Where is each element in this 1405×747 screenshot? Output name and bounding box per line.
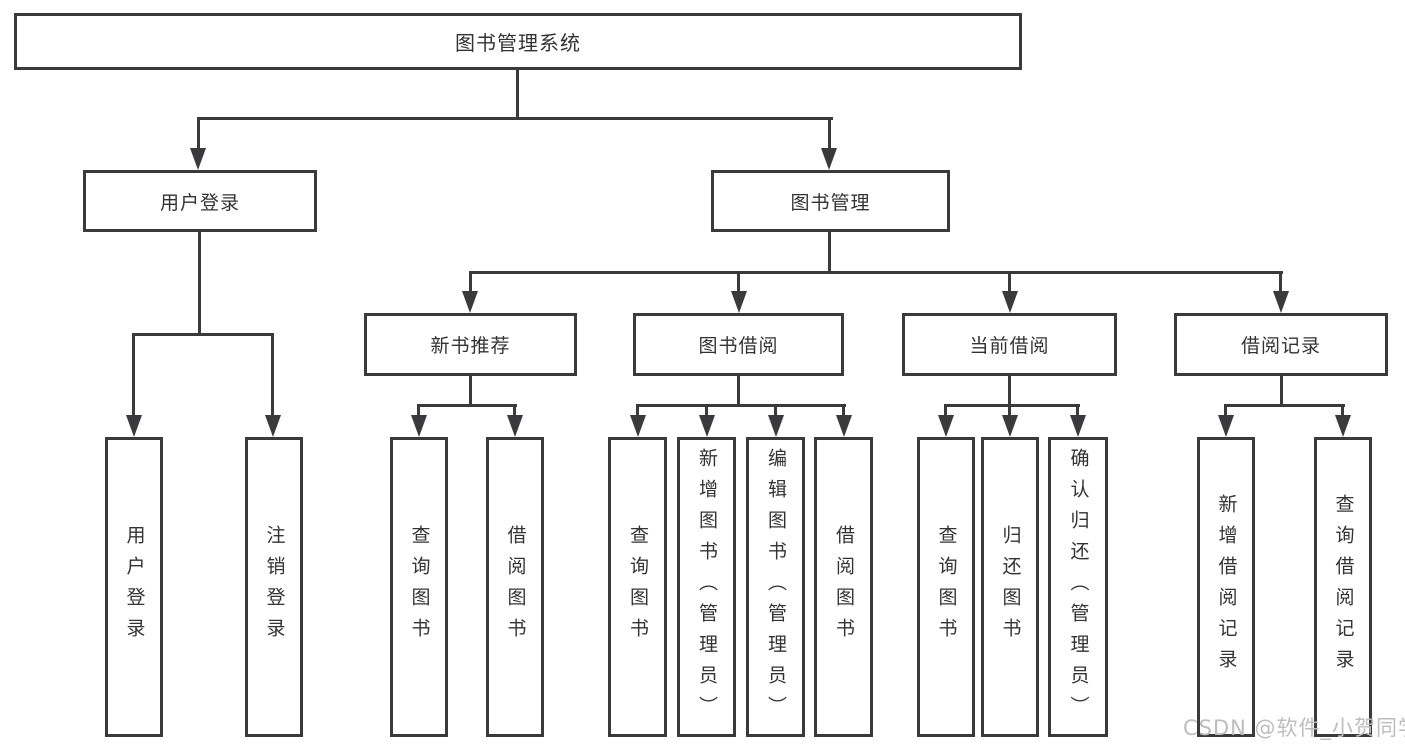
leaf-bb-query-books: 查询图书	[608, 437, 667, 737]
node-label: 当前借阅	[969, 335, 1050, 357]
connector-hline	[132, 333, 274, 336]
connector-hline	[417, 404, 517, 407]
connector-vline	[417, 404, 420, 417]
leaf-nbr-query-books: 查询图书	[390, 437, 448, 737]
connector-hline	[1224, 404, 1345, 407]
connector-vline	[842, 404, 845, 417]
connector-vline	[1341, 404, 1344, 417]
arrowhead-down-icon	[1002, 291, 1018, 313]
connector-vline	[705, 404, 708, 417]
leaf-bb-borrow-books: 借阅图书	[814, 437, 873, 737]
leaf-bb-add-books-admin: 新增图书（管理员）	[677, 437, 736, 737]
arrowhead-down-icon	[411, 415, 427, 437]
connector-vline	[1076, 404, 1079, 417]
connector-hline	[944, 404, 1080, 407]
leaf-label: 新增借阅记录	[1215, 494, 1238, 680]
leaf-br-query-record: 查询借阅记录	[1314, 437, 1372, 737]
connector-vline	[636, 404, 639, 417]
connector-vline	[737, 376, 740, 407]
node-current-borrow: 当前借阅	[902, 313, 1117, 376]
leaf-label: 注销登录	[263, 525, 286, 649]
connector-vline	[469, 376, 472, 407]
node-user-login: 用户登录	[83, 170, 317, 232]
node-label: 用户登录	[159, 191, 240, 214]
node-library-management-system: 图书管理系统	[14, 13, 1022, 70]
arrowhead-down-icon	[1273, 291, 1289, 313]
leaf-label: 归还图书	[999, 525, 1022, 649]
connector-vline	[469, 271, 472, 293]
leaf-label: 查询图书	[627, 525, 649, 649]
leaf-bb-edit-books-admin: 编辑图书（管理员）	[746, 437, 805, 737]
leaf-label: 查询图书	[408, 525, 431, 649]
connector-vline	[774, 404, 777, 417]
arrowhead-down-icon	[462, 291, 478, 313]
arrowhead-down-icon	[1070, 415, 1086, 437]
leaf-cb-return-books: 归还图书	[981, 437, 1039, 737]
arrowhead-down-icon	[836, 415, 852, 437]
node-book-borrow: 图书借阅	[633, 313, 844, 376]
arrowhead-down-icon	[190, 148, 206, 170]
connector-vline	[271, 333, 274, 417]
arrowhead-down-icon	[126, 415, 142, 437]
leaf-label: 用户登录	[123, 525, 146, 649]
connector-vline	[828, 232, 831, 274]
leaf-label: 新增图书（管理员）	[696, 447, 718, 727]
leaf-label: 借阅图书	[504, 525, 527, 649]
connector-vline	[132, 333, 135, 417]
connector-hline	[469, 271, 1283, 274]
node-new-book-recommend: 新书推荐	[364, 313, 577, 376]
connector-vline	[737, 271, 740, 293]
leaf-cb-confirm-return-admin: 确认归还（管理员）	[1048, 437, 1108, 737]
node-label: 借阅记录	[1240, 335, 1321, 357]
leaf-logout: 注销登录	[245, 437, 303, 737]
connector-vline	[516, 70, 519, 120]
leaf-label: 查询借阅记录	[1332, 494, 1355, 680]
connector-vline	[944, 404, 947, 417]
leaf-label: 编辑图书（管理员）	[765, 447, 787, 727]
csdn-watermark: CSDN @软件_小贺同学	[1183, 716, 1405, 740]
connector-vline	[513, 404, 516, 417]
connector-hline	[636, 404, 846, 407]
connector-hline	[197, 117, 833, 120]
arrowhead-down-icon	[1335, 415, 1351, 437]
connector-vline	[1008, 376, 1011, 407]
connector-vline	[197, 117, 200, 150]
arrowhead-down-icon	[731, 291, 747, 313]
connector-vline	[198, 232, 201, 336]
leaf-nbr-borrow-books: 借阅图书	[486, 437, 544, 737]
arrowhead-down-icon	[821, 148, 837, 170]
arrowhead-down-icon	[1002, 415, 1018, 437]
arrowhead-down-icon	[768, 415, 784, 437]
node-label: 新书推荐	[430, 335, 511, 357]
arrowhead-down-icon	[630, 415, 646, 437]
node-label: 图书管理系统	[455, 31, 581, 55]
arrowhead-down-icon	[938, 415, 954, 437]
node-borrow-records: 借阅记录	[1174, 313, 1388, 376]
node-label: 图书管理	[790, 191, 871, 214]
leaf-cb-query-books: 查询图书	[917, 437, 975, 737]
arrowhead-down-icon	[507, 415, 523, 437]
node-label: 图书借阅	[698, 335, 779, 357]
arrowhead-down-icon	[699, 415, 715, 437]
leaf-label: 查询图书	[935, 525, 958, 649]
connector-vline	[1008, 271, 1011, 293]
connector-vline	[1279, 271, 1282, 293]
connector-vline	[1224, 404, 1227, 417]
connector-vline	[1280, 376, 1283, 407]
arrowhead-down-icon	[265, 415, 281, 437]
leaf-label: 借阅图书	[833, 525, 855, 649]
node-book-management: 图书管理	[711, 170, 950, 232]
connector-vline	[1008, 404, 1011, 417]
leaf-br-add-record: 新增借阅记录	[1197, 437, 1255, 737]
leaf-label: 确认归还（管理员）	[1067, 447, 1090, 727]
connector-vline	[828, 117, 831, 150]
arrowhead-down-icon	[1218, 415, 1234, 437]
leaf-user-login: 用户登录	[105, 437, 163, 737]
